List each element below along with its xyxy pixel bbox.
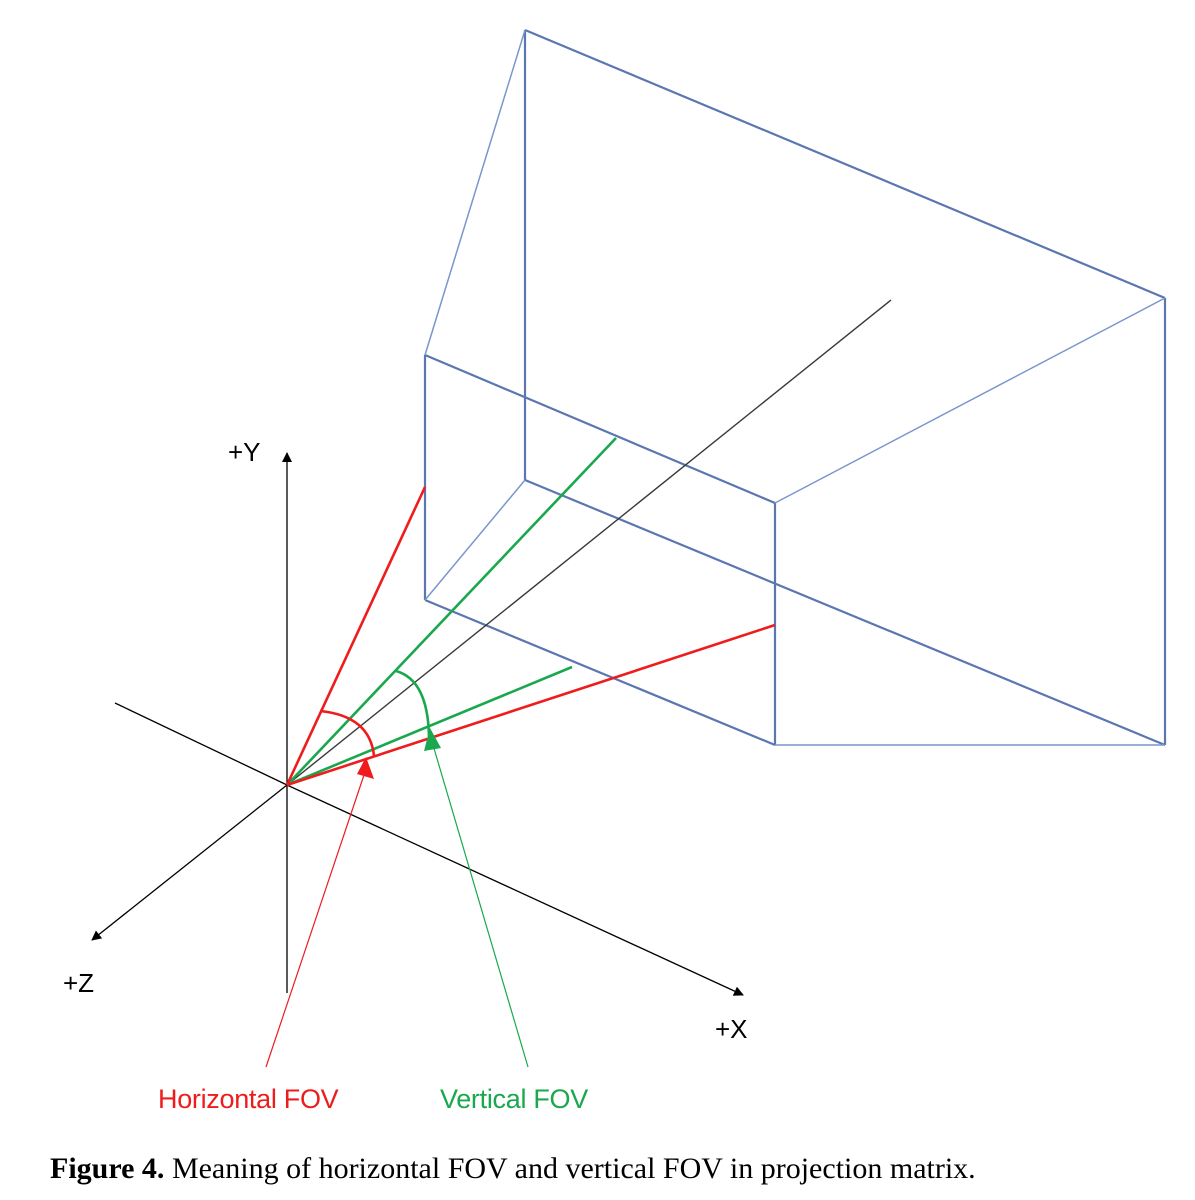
figure-caption: Figure 4. Meaning of horizontal FOV and …: [50, 1152, 976, 1186]
label-pointers: [265, 728, 529, 1068]
vertical-fov-pointer: [432, 744, 529, 1068]
vertical-fov-pointer-arrowhead: [424, 728, 441, 751]
y-axis-label: +Y: [228, 437, 261, 467]
vertical-fov-label: Vertical FOV: [440, 1084, 588, 1114]
z-axis: [91, 784, 288, 941]
z-axis-label: +Z: [63, 968, 94, 998]
fov-diagram: +Y +Z +X Horizontal FOV Vertical FOV: [63, 28, 1167, 1114]
horizontal-fov-left-ray: [285, 486, 427, 786]
vertical-fov-upper-ray: [286, 437, 617, 786]
horizontal-fov-pointer-arrowhead: [357, 757, 374, 779]
x-axis-label: +X: [715, 1014, 748, 1044]
view-direction-line: [286, 299, 892, 786]
figure-caption-text: Meaning of horizontal FOV and vertical F…: [164, 1152, 976, 1185]
frustum-edge-top-right: [774, 297, 1166, 504]
frustum: [423, 28, 1167, 747]
frustum-edge-bottom-left: [424, 479, 526, 601]
vertical-fov-rays: [286, 437, 617, 787]
horizontal-fov-pointer: [265, 771, 366, 1068]
far-plane-top-edge: [524, 28, 1166, 300]
vertical-fov-arc: [395, 669, 431, 738]
x-axis: [286, 784, 744, 996]
figure-caption-label: Figure 4.: [50, 1152, 165, 1185]
coordinate-axes: [91, 452, 744, 996]
near-plane-top-edge: [424, 353, 776, 505]
frustum-edge-top-left: [424, 29, 526, 356]
far-plane-bottom-edge: [524, 478, 1166, 747]
horizontal-fov-label: Horizontal FOV: [158, 1084, 339, 1114]
horizontal-fov-right-ray: [286, 623, 776, 787]
z-axis-back: [114, 702, 288, 786]
near-plane-bottom-edge: [424, 598, 776, 747]
horizontal-fov-rays: [285, 486, 776, 787]
horizontal-fov-arc: [319, 709, 376, 757]
